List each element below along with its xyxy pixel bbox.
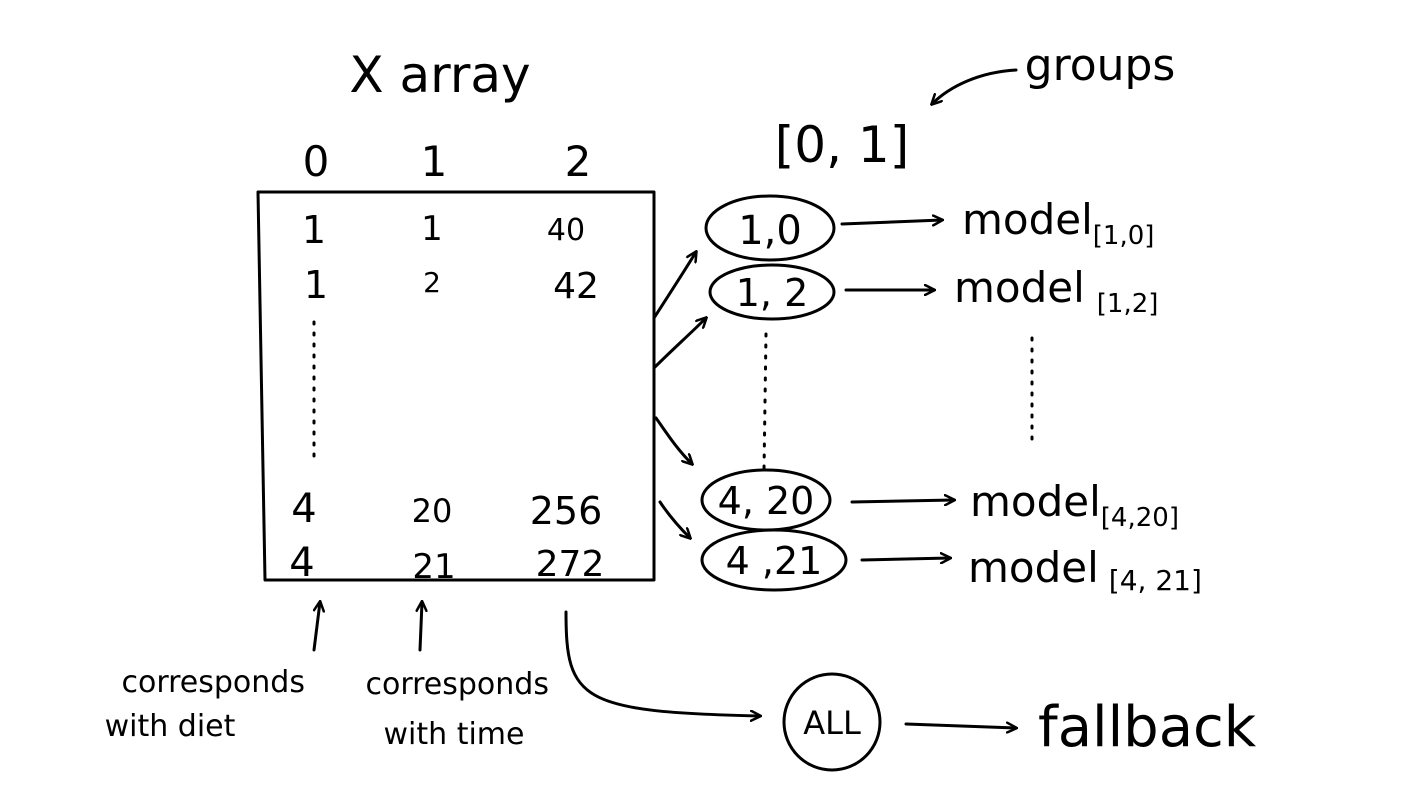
model-arrow	[850, 500, 954, 502]
fallback-route-arrow	[564, 610, 760, 716]
table-cell: 256	[530, 489, 603, 533]
table-cell: 42	[553, 266, 599, 307]
table-cell: 1	[302, 208, 326, 252]
column-note-line: corresponds	[365, 667, 549, 702]
all-label: ALL	[803, 704, 861, 742]
column-header: 1	[421, 137, 448, 186]
model-name: model	[968, 543, 1099, 592]
model-label: model [1,2]	[954, 263, 1158, 319]
group-ellipsis	[762, 332, 768, 472]
group-key-bubble	[700, 528, 848, 592]
array-box	[256, 190, 656, 582]
group-key-label: 1,0	[738, 208, 802, 254]
column-note-line: with diet	[105, 709, 236, 744]
model-subscript: [1,2]	[1097, 289, 1159, 319]
split-arrow	[658, 500, 690, 538]
group-key-bubble	[704, 194, 836, 262]
table-cell: 40	[547, 213, 585, 248]
model-label: model[4,20]	[970, 477, 1179, 533]
fallback-label: fallback	[1038, 695, 1257, 760]
table-cell: 272	[536, 544, 605, 585]
table-cell: 2	[423, 266, 441, 299]
column-header: 0	[303, 137, 330, 186]
all-bubble	[782, 672, 882, 772]
model-arrow	[860, 558, 950, 560]
column-note-diet: corresponds with diet	[105, 665, 315, 744]
up-arrow	[420, 602, 422, 652]
group-key-bubble	[708, 263, 836, 321]
split-arrow	[652, 252, 696, 320]
split-arrow	[654, 416, 692, 464]
groups-arrow	[932, 68, 1018, 104]
model-subscript: [4, 21]	[1109, 564, 1202, 597]
table-cell: 21	[412, 547, 455, 587]
split-arrow	[652, 318, 706, 370]
model-name: model	[954, 263, 1085, 312]
model-name: model	[962, 195, 1093, 244]
model-name: model	[970, 477, 1101, 526]
column-note-line: corresponds	[121, 665, 305, 700]
fallback-arrow	[904, 724, 1016, 728]
table-cell: 1	[304, 263, 328, 307]
column-note-line: with time	[384, 717, 525, 752]
table-cell: 4	[289, 540, 314, 586]
column-note-time: corresponds with time	[365, 667, 558, 752]
model-subscript: [4,20]	[1101, 503, 1179, 533]
group-key-label: 4 ,21	[726, 539, 823, 583]
table-cell: 4	[291, 486, 316, 532]
up-arrow	[312, 602, 320, 652]
groups-value: [0, 1]	[775, 116, 909, 174]
model-label: model[1,0]	[962, 195, 1154, 251]
model-arrow	[840, 220, 942, 224]
groups-label: groups	[1025, 40, 1176, 91]
array-title: X array	[349, 46, 530, 104]
group-key-label: 1, 2	[736, 271, 809, 315]
model-subscript: [1,0]	[1093, 221, 1155, 251]
group-key-label: 4, 20	[718, 479, 815, 523]
table-cell: 20	[412, 492, 453, 530]
column-header: 2	[565, 137, 592, 186]
model-label: model [4, 21]	[968, 543, 1202, 597]
table-cell: 1	[421, 209, 443, 249]
